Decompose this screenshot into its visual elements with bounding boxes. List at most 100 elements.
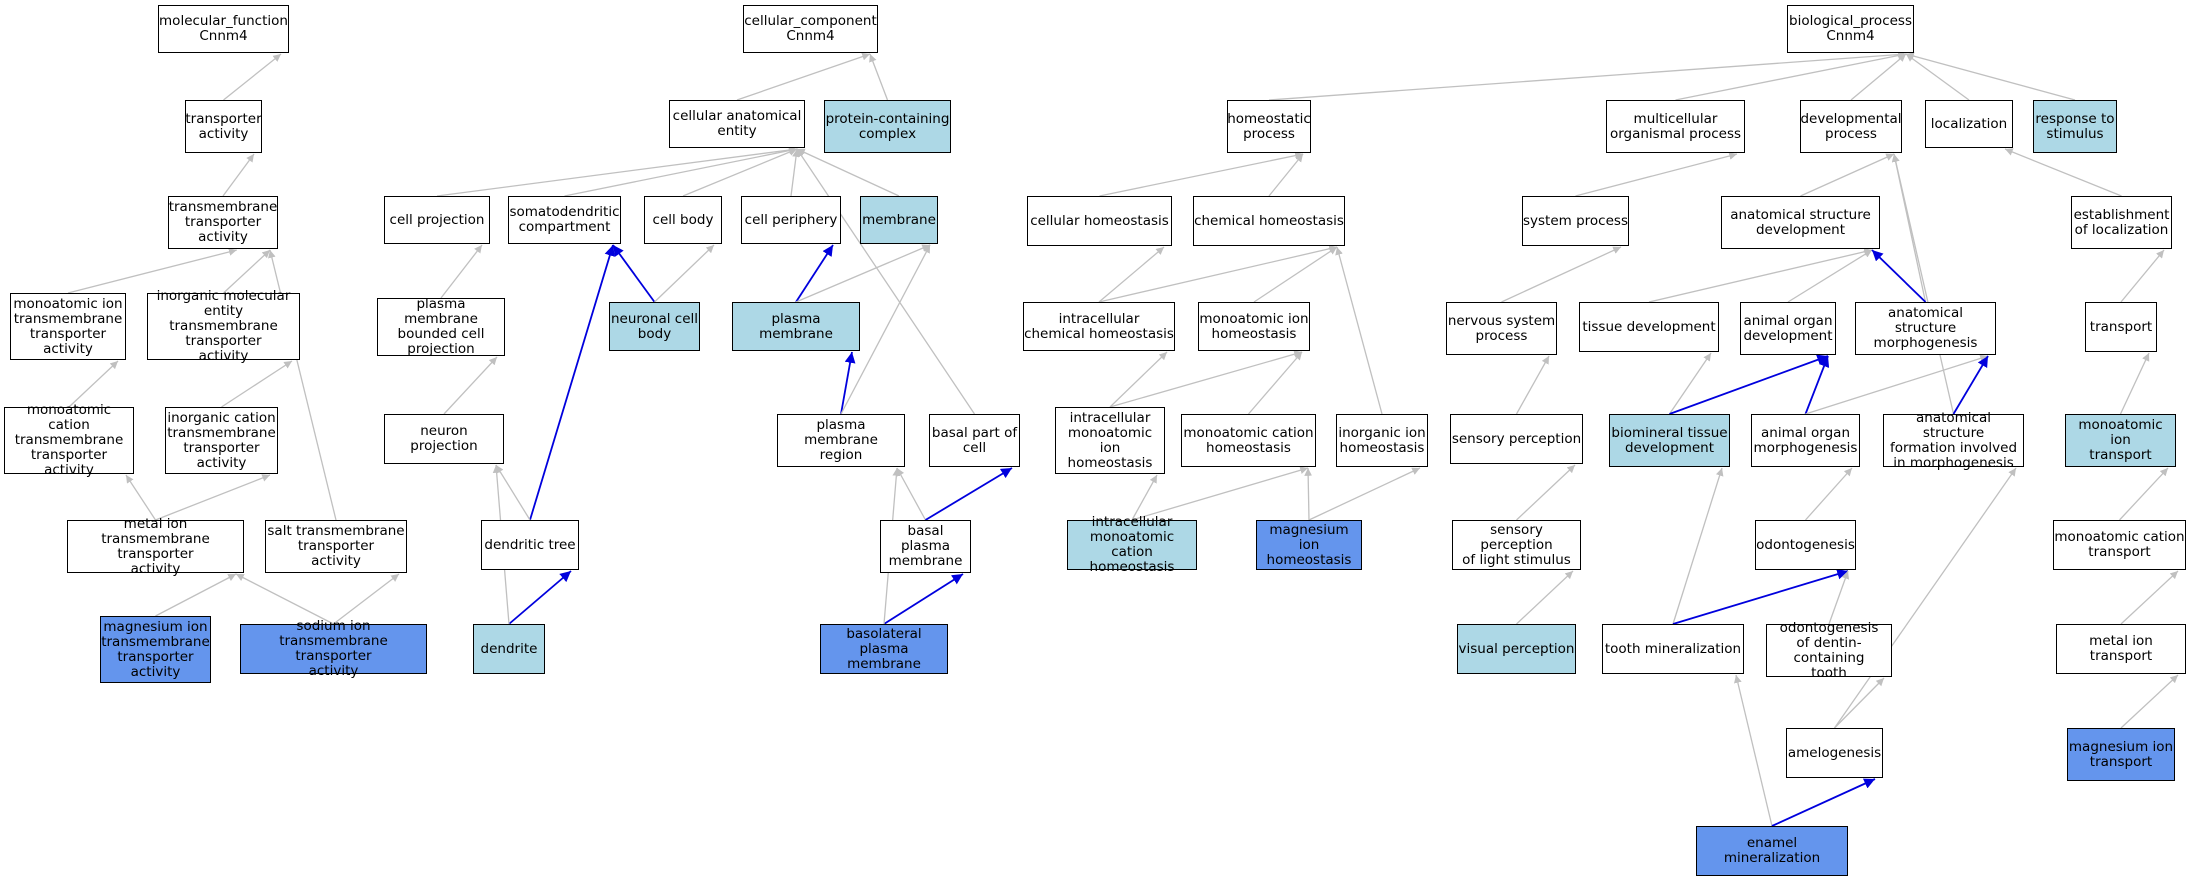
node-transmembrane-transporter-activity: transmembrane transporter activity [168,196,278,249]
edge-cell_periphery-to-cell_anat_entity [790,148,800,197]
node-cellular-homeostasis: cellular homeostasis [1027,196,1172,246]
edge-sensory_light-to-sensory_perception [1516,464,1576,521]
node-somatodendritic-compartment: somatodendritic compartment [508,196,621,244]
node-intracellular-monoatomic-ion-homeostasis: intracellular monoatomic ion homeostasis [1055,407,1165,474]
edge-organ_dev-to-anat_dev [1787,249,1873,303]
edge-pm_bounded_proj-to-cell_projection [440,244,483,299]
edge-neuronal_cell_body-to-cell_body [654,244,715,303]
node-plasma-membrane: plasma membrane [732,302,860,351]
edge-mono_cation_tm-to-mono_ion_tm [68,360,119,408]
node-system-process: system process [1522,196,1629,246]
node-dendritic-tree: dendritic tree [481,520,579,570]
edge-anat_formation-to-anat_morph [1952,355,1989,415]
edge-pm_region-to-plasma_membrane [840,351,856,415]
node-cell-body: cell body [644,196,722,244]
edge-mono_ion_tm-to-tm_transporter_activity [67,248,237,294]
node-cellular-anatomical-entity: cellular anatomical entity [669,100,805,148]
edge-visual_perception-to-sensory_light [1516,570,1574,625]
node-magnesium-ion-transport: magnesium ion transport [2067,728,2175,781]
node-neuronal-cell-body: neuronal cell body [609,302,700,351]
edge-somatodendritic-to-cell_anat_entity [564,146,798,197]
edge-mg_ion_home-to-inorg_ion_home [1308,467,1421,521]
edge-metal_ion_transport-to-mono_cation_transport [2120,570,2179,625]
node-homeostatic-process: homeostatic process [1227,100,1311,153]
edge-cell_projection-to-cell_anat_entity [436,146,798,197]
edge-basal_part-to-cell_anat_entity [796,148,976,415]
edge-tissue_dev-to-anat_dev [1648,247,1873,303]
node-inorganic-molecular-entity-transmembrane-transporter-activity: inorganic molecular entity transmembrane… [147,289,300,364]
node-localization: localization [1925,100,2013,148]
node-intracellular-chemical-homeostasis: intracellular chemical homeostasis [1023,302,1175,351]
edge-mono_cation_home-to-mono_ion_home [1248,351,1303,415]
node-metal-ion-transport: metal ion transport [2056,624,2186,674]
edge-basal_pm-to-basal_part [925,467,1013,521]
edge-mono_cation_transport-to-mono_ion_transport [2119,467,2169,521]
edge-cellular_homeostasis-to-homeostatic [1099,151,1304,197]
node-dendrite: dendrite [473,624,545,674]
node-anatomical-structure-development: anatomical structure development [1721,196,1880,249]
edge-plasma_membrane-to-membrane [795,244,931,303]
edge-na_ion_tm-to-salt_tm [333,573,400,625]
node-basolateral-plasma-membrane: basolateral plasma membrane [820,624,948,674]
edge-nervous_sys-to-system_process [1501,246,1622,303]
node-sensory-perception-of-light-stimulus: sensory perception of light stimulus [1452,520,1581,570]
node-tissue-development: tissue development [1579,302,1719,352]
edge-intra_chem_home-to-chemical_homeostasis [1098,244,1338,303]
edge-establish_loc-to-localization [2004,148,2122,197]
edge-tooth_mineral-to-biomineral_dev [1672,467,1724,625]
edge-enamel_mineral-to-tooth_mineral [1734,674,1773,827]
edge-transporter_activity-to-mf_root [223,53,282,101]
edge-odontogenesis-to-organ_morph [1805,467,1853,521]
edge-odonto_dentin-to-odontogenesis [1828,570,1850,625]
node-magnesium-ion-transmembrane-transporter-activity: magnesium ion transmembrane transporter … [100,616,211,683]
edge-chemical_homeostasis-to-homeostatic [1268,153,1304,197]
node-neuron-projection: neuron projection [384,414,504,464]
node-multicellular-organismal-process: multicellular organismal process [1606,100,1745,153]
edge-multicellular-to-bp_root [1675,51,1907,101]
node-basal-part-of-cell: basal part of cell [929,414,1020,467]
edge-tooth_mineral-to-odontogenesis [1672,568,1849,625]
edge-mono_ion_home-to-chemical_homeostasis [1253,246,1338,303]
edge-dendritic_tree-to-neuron_projection [495,464,531,521]
node-anatomical-structure-formation-involved-in-morphogenesis: anatomical structure formation involved … [1883,410,2024,470]
node-odontogenesis-of-dentin-containing-tooth: odontogenesis of dentin-containing tooth [1766,620,1892,680]
node-cellular-component-root: cellular_component Cnnm4 [743,5,878,53]
edge-biomineral_dev-to-organ_dev [1669,354,1829,415]
edge-organ_morph-to-organ_dev [1804,355,1830,415]
node-magnesium-ion-homeostasis: magnesium ion homeostasis [1256,520,1362,570]
node-sensory-perception: sensory perception [1450,414,1583,464]
node-cell-projection: cell projection [384,196,490,244]
node-response-to-stimulus: response to stimulus [2033,100,2117,153]
node-plasma-membrane-region: plasma membrane region [777,414,905,467]
edge-tm_transporter_activity-to-transporter_activity [222,153,255,197]
edge-neuronal_cell_body-to-somatodendritic [612,244,656,303]
edge-cell_body-to-cell_anat_entity [682,148,798,197]
edge-intra_mono_cation_home-to-mono_cation_home [1131,466,1309,521]
node-establishment-of-localization: establishment of localization [2071,196,2172,249]
node-plasma-membrane-bounded-cell-projection: plasma membrane bounded cell projection [377,297,505,357]
node-intracellular-monoatomic-cation-homeostasis: intracellular monoatomic cation homeosta… [1067,515,1197,575]
edge-plasma_membrane-to-cell_periphery [795,244,834,303]
edge-mg_ion_transport-to-metal_ion_transport [2120,674,2179,729]
edge-developmental-to-bp_root [1850,53,1907,101]
edge-inorg_ion_home-to-chemical_homeostasis [1335,246,1383,415]
edge-pm_region-to-membrane [840,244,931,415]
node-nervous-system-process: nervous system process [1446,302,1557,355]
node-biomineral-tissue-development: biomineral tissue development [1609,414,1730,467]
edge-cell_anat_entity-to-cc_root [736,52,871,101]
edge-anat_dev-to-developmental [1800,153,1895,197]
edge-membrane-to-cell_anat_entity [796,148,900,197]
node-transport: transport [2085,302,2157,352]
edge-basal_pm-to-pm_region [896,467,927,521]
edge-metal_ion_tm-to-mono_cation_tm [125,474,157,521]
edge-anat_morph-to-anat_dev [1871,249,1927,303]
node-molecular-function-root: molecular_function Cnnm4 [158,5,289,53]
node-enamel-mineralization: enamel mineralization [1696,826,1848,876]
node-monoatomic-cation-transport: monoatomic cation transport [2053,520,2186,570]
edge-localization-to-bp_root [1905,53,1970,101]
node-visual-perception: visual perception [1457,624,1576,674]
edge-intra_chem_home-to-cellular_homeostasis [1098,246,1165,303]
edge-metal_ion_tm-to-inorg_cation_tm [155,474,271,521]
edge-basolateral_pm-to-basal_pm [883,573,964,625]
